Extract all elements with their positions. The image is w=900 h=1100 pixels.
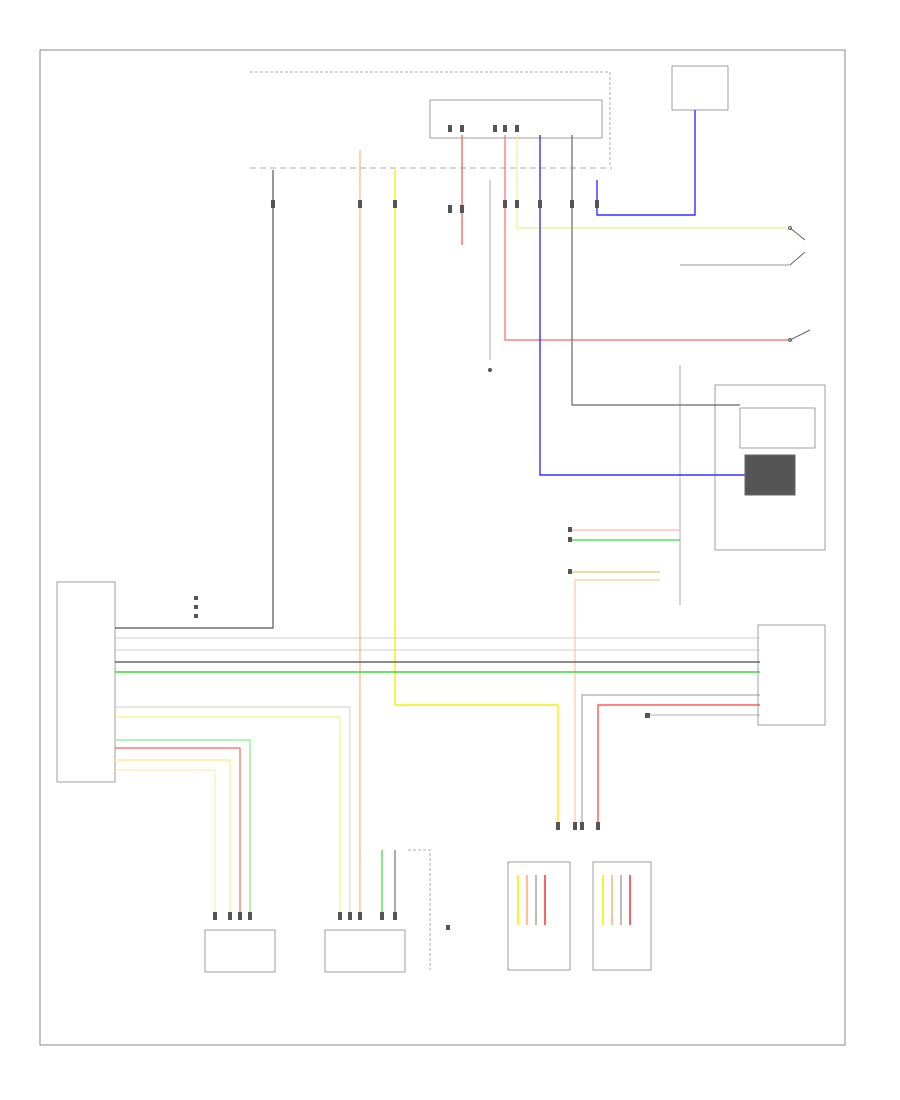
wire-gray-1	[571, 135, 740, 406]
fuse-block-outline	[250, 71, 611, 165]
wire-blue-1	[539, 135, 760, 476]
connector-group-bottom	[213, 822, 600, 930]
wire-yellow-1	[394, 170, 559, 830]
steering-sensor-box	[56, 581, 116, 783]
wire-black-1	[115, 170, 274, 629]
wire-green-2	[115, 739, 251, 915]
diagram-frame	[39, 49, 846, 1046]
junction-block	[429, 99, 603, 139]
dashed-link-bottom	[408, 849, 431, 970]
wire-lightyellow-2	[115, 769, 216, 915]
tilt-telescopic-module	[714, 384, 826, 551]
bottom-box-2	[324, 929, 406, 973]
wire-red-3	[597, 704, 760, 830]
wire-lightgray-1	[115, 706, 351, 915]
inner-sensor	[739, 407, 816, 449]
wire-yellow-3	[115, 759, 231, 915]
ground-icon	[488, 368, 492, 372]
wire-blue-2	[596, 110, 696, 216]
wire-gray-3	[581, 694, 760, 830]
connector-group-left	[194, 596, 198, 618]
connector-group-right	[568, 454, 796, 718]
wire-yellow-2	[115, 716, 341, 915]
bottom-box-3	[507, 861, 571, 971]
wire-red-2	[504, 135, 790, 341]
combination-meter-box	[757, 624, 826, 726]
wire-lightyellow-1	[516, 135, 790, 229]
wire-orange-3	[574, 579, 660, 830]
connector-group-top	[271, 125, 599, 213]
door-switch-icon	[788, 226, 811, 342]
wire-red-4	[115, 747, 241, 915]
bottom-box-4	[592, 861, 652, 971]
fuse-hot-at-all-times	[671, 65, 729, 111]
bottom-box-1	[204, 929, 276, 973]
